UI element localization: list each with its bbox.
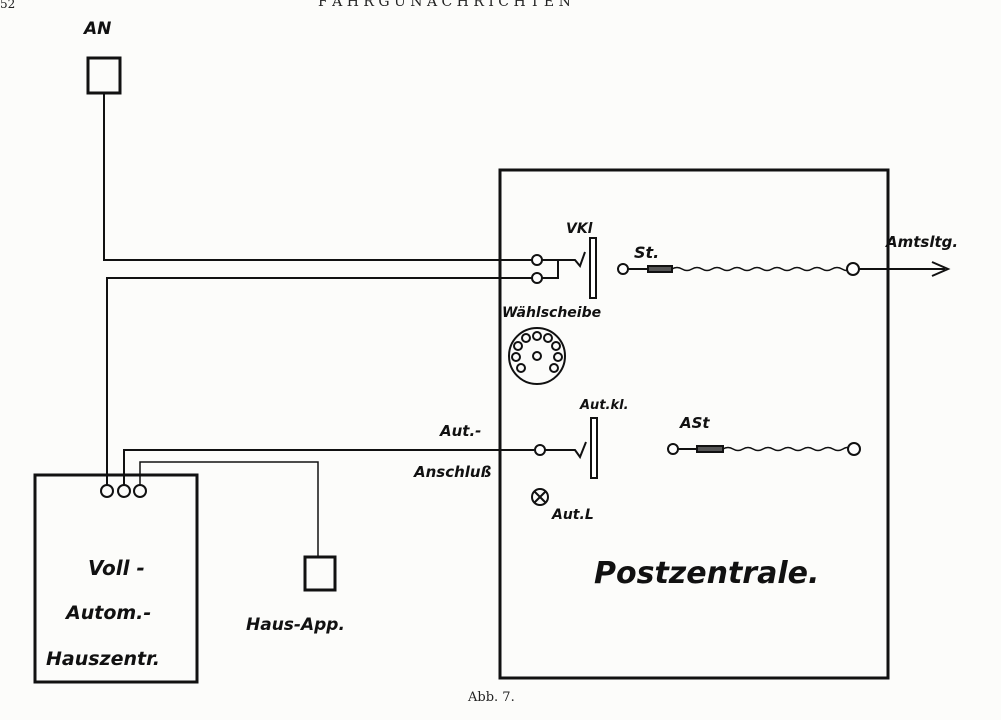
wire-an — [103, 93, 532, 261]
hauszentrale-box — [33, 473, 199, 684]
terminal — [100, 484, 114, 498]
terminal — [531, 272, 543, 284]
label-aut-anschluss-1: Aut.- — [439, 422, 481, 440]
label-haus-app: Haus-App. — [246, 615, 345, 635]
label-st: St. — [634, 243, 659, 262]
label-ast: ASt — [679, 414, 710, 432]
arrow-icon — [931, 261, 951, 277]
terminal — [847, 442, 861, 456]
label-aut-l: Aut.L — [551, 507, 594, 523]
label-an: AN — [82, 19, 111, 39]
dial-icon — [508, 327, 566, 385]
label-postzentrale: Postzentrale. — [594, 556, 819, 591]
wire-haus-app — [139, 461, 319, 557]
lamp-icon — [531, 488, 549, 506]
postzentrale-box — [498, 168, 890, 680]
label-amtsltg: Amtsltg. — [885, 233, 958, 251]
terminal — [846, 262, 860, 276]
label-aut-anschluss-2: Anschluß — [413, 463, 491, 481]
label-voll-1: Voll - — [88, 556, 145, 580]
terminal — [117, 484, 131, 498]
st-coil — [671, 266, 851, 272]
aut-kl-key-bar — [590, 417, 598, 479]
haus-app-box — [303, 555, 337, 592]
terminal — [617, 263, 629, 275]
ast-fuse — [696, 445, 724, 453]
label-aut-kl: Aut.kl. — [579, 398, 629, 413]
terminal — [667, 443, 679, 455]
switch-spring — [545, 441, 587, 460]
vkl-key-bar — [589, 237, 597, 299]
label-voll-2: Autom.- — [64, 602, 151, 624]
figure-caption: Abb. 7. — [467, 690, 515, 705]
label-vkl: VKl — [566, 221, 593, 237]
label-voll-3: Hauszentr. — [46, 648, 160, 670]
terminal — [133, 484, 147, 498]
an-apparatus-box — [86, 56, 122, 95]
terminal — [531, 254, 543, 266]
ast-coil — [722, 446, 850, 452]
st-fuse — [647, 265, 673, 273]
wire-aut-anschluss — [123, 449, 534, 485]
switch-bridge — [542, 260, 559, 279]
terminal — [534, 444, 546, 456]
switch-spring — [542, 251, 586, 268]
label-waehlscheibe: Wählscheibe — [502, 305, 601, 321]
running-title: F A H R G U N A C H R I C H T E N — [318, 0, 571, 10]
page-number: 52 — [0, 0, 15, 11]
